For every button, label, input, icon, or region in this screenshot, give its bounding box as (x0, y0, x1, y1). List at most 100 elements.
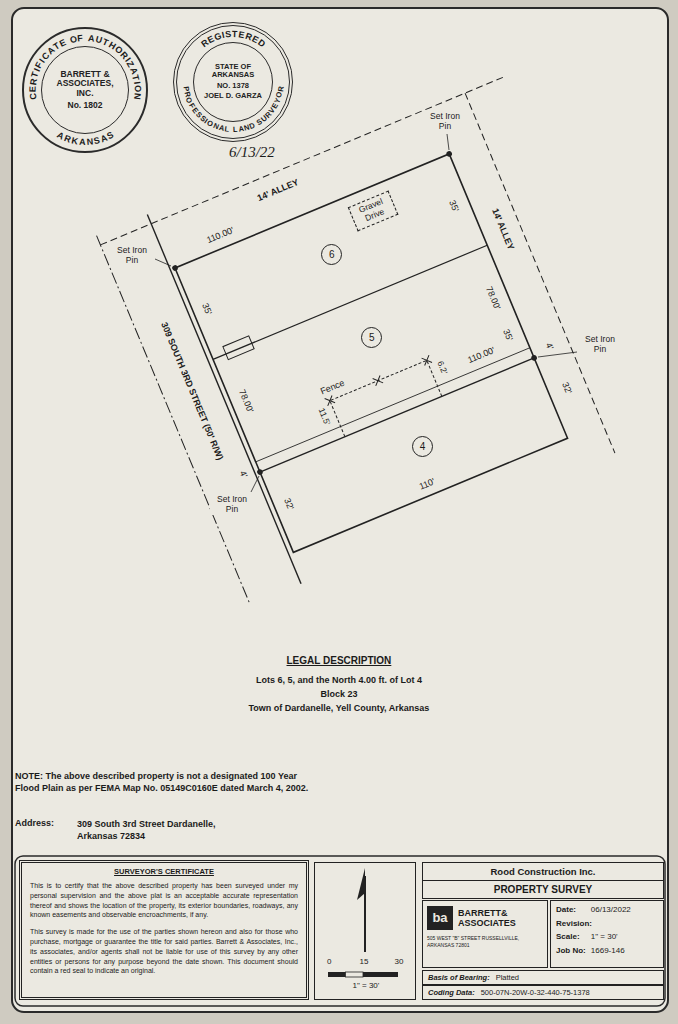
seal-letter: E (28, 85, 37, 91)
seal-letter: O (132, 84, 141, 91)
certificate-body: This is to certify that the above descri… (30, 881, 298, 920)
address-text: 309 South 3rd Street Dardanelle, Arkansa… (76, 818, 228, 842)
lot-number: 4 (420, 442, 426, 452)
section-heading: LEGAL DESCRIPTION (286, 655, 393, 667)
certificate-body: This survey is made for the use of the p… (30, 927, 298, 976)
lot-number-circle: 6 (321, 244, 342, 265)
logo-mark: ba (427, 906, 453, 930)
dimension: 35' (501, 327, 516, 344)
seal-letter: L (232, 126, 237, 134)
seal-letter: I (132, 80, 141, 84)
certificate-heading: SURVEYOR'S CERTIFICATE (30, 867, 298, 876)
seal-circle: REGISTEREDPROFESSIONAL LAND SURVEYORSTAT… (173, 22, 293, 142)
dimension: 11.5' (315, 406, 332, 428)
seal-letter: S (225, 29, 232, 39)
gravel-drive-box: Gravel Drive (348, 191, 398, 231)
seal-letter: T (232, 29, 238, 38)
dimension: 110.00' (204, 224, 236, 245)
seal-letter: N (86, 137, 93, 147)
scale-tick: 0 (327, 957, 331, 967)
dimension: 110.00' (465, 344, 497, 365)
fence-label: Fence (318, 377, 347, 397)
alley-label: 14' ALLEY (489, 206, 516, 252)
logo-row: baBARRETT& ASSOCIATES (427, 906, 543, 930)
dimension: 4' (237, 468, 250, 480)
seal-letter: C (28, 92, 38, 99)
address-label: Address: (14, 818, 55, 828)
pin-label: Set Iron Pin (578, 335, 622, 355)
pin-label: Set Iron Pin (210, 495, 254, 515)
scale-tick: 30 (395, 957, 404, 967)
dimension: 6.2' (435, 359, 450, 377)
seal-text: BARRETT & ASSOCIATES, INC. (52, 70, 118, 99)
title-box: Rood Construction Inc.PROPERTY SURVEY (422, 862, 664, 899)
seal-letter: K (70, 136, 78, 146)
field-label: Scale: (556, 932, 586, 942)
north-arrow-scale-box: 0 15 30 1" = 30' (314, 862, 416, 1000)
bearing-box: Basis of Bearing: Platted (422, 970, 664, 985)
sheet-title: PROPERTY SURVEY (423, 881, 663, 898)
seal-letter: F (77, 33, 83, 42)
seal-center: STATE OF ARKANSAS NO. 1378JOEL D. GARZA (202, 62, 264, 103)
field-value: 1" = 30' (591, 932, 658, 942)
seal-letter: A (78, 137, 85, 146)
lot-number-circle: 4 (412, 436, 433, 457)
seal-letter: R (28, 77, 38, 85)
scale-tick: 15 (360, 957, 369, 967)
seal-letter (84, 33, 87, 42)
alley-label: 14' ALLEY (254, 176, 300, 203)
field-value: 1669-146 (591, 946, 658, 956)
seal-circle: CERTIFICATE OF AUTHORIZATIONARKANSASBARR… (22, 27, 148, 153)
field-label: Date: (556, 905, 586, 915)
seal-letter: O (69, 34, 78, 44)
dimension: 110' (417, 476, 438, 492)
legal-line: Town of Dardanelle, Yell County, Arkansa… (248, 703, 431, 713)
lot-number-circle: 5 (361, 327, 382, 348)
street-label: 309 SOUTH 3RD STREET (50' R/W) (158, 320, 225, 463)
field-label: Basis of Bearing: (428, 973, 490, 982)
seal-letter: A (87, 34, 95, 44)
legal-line: Lots 6, 5, and the North 4.00 ft. of Lot… (255, 675, 423, 685)
signature-date: 6/13/22 (228, 144, 276, 161)
field-label: Job No: (556, 946, 586, 956)
certificate-box: SURVEYOR'S CERTIFICATE This is to certify… (19, 860, 309, 1000)
lot-number: 6 (329, 250, 335, 260)
dimension: 78.00' (483, 284, 503, 312)
field-value: 06/13/2022 (591, 905, 658, 915)
dimension: 4' (543, 340, 556, 352)
field-label: Revision: (556, 919, 658, 929)
date-box: Date: 06/13/2022Revision: Scale: 1" = 30' Jo… (550, 900, 664, 968)
firm-address: 505 WEST "B" STREET RUSSELLVILLE, ARKANS… (427, 935, 543, 948)
seal-letter: R (277, 86, 285, 92)
seal-letter: T (130, 74, 140, 82)
pin-label: Set Iron Pin (423, 112, 467, 132)
pin-label: Set Iron Pin (110, 246, 154, 266)
field-value: Platted (496, 973, 519, 982)
field-value: 500-07N-20W-0-32-440-75-1378 (481, 988, 590, 997)
seal-letter: N (132, 92, 142, 99)
firm-name: BARRETT& ASSOCIATES (458, 908, 543, 929)
dimension: 35' (200, 301, 215, 318)
lot-number: 5 (369, 333, 375, 343)
dimension: 32' (281, 496, 296, 513)
seal-center: BARRETT & ASSOCIATES, INC. No. 1802 (52, 69, 118, 112)
field-label: Coding Data: (428, 988, 475, 997)
seal-text: STATE OF ARKANSAS (202, 63, 264, 80)
scale-ratio: 1" = 30' (353, 981, 380, 991)
seal-text: No. 1802 (68, 101, 103, 111)
coding-box: Coding Data: 500-07N-20W-0-32-440-75-1378 (422, 985, 664, 1000)
surveyor-logo-box: baBARRETT& ASSOCIATES 505 WEST "B" STREET… (422, 900, 548, 968)
seal-letter: L (223, 125, 229, 133)
legal-line: Block 23 (320, 689, 359, 699)
dimension: 32' (560, 380, 575, 397)
dimension: 35' (447, 198, 462, 215)
seal-text: NO. 1378 (217, 82, 249, 91)
dimension: 78.00' (236, 387, 256, 415)
drive-label: Gravel Drive (353, 195, 394, 227)
seal-letter (229, 126, 231, 134)
seal-text: JOEL D. GARZA (204, 92, 262, 101)
flood-note: NOTE: The above described property is no… (14, 770, 316, 794)
client-name: Rood Construction Inc. (423, 863, 663, 881)
